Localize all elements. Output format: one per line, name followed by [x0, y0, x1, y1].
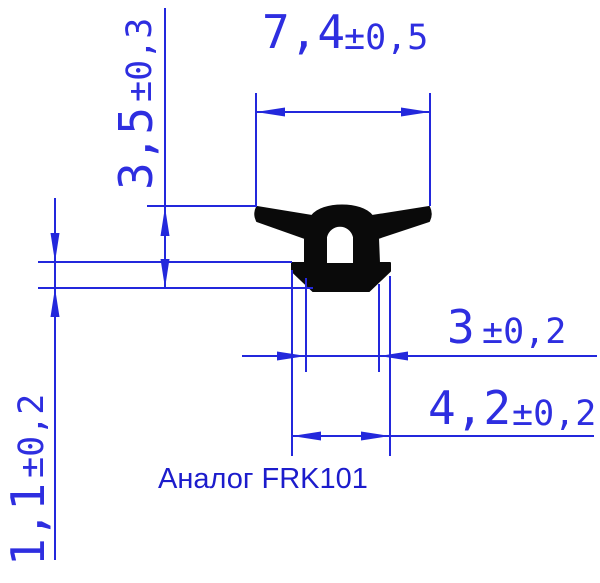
arrowhead-up	[50, 288, 60, 317]
dimension-overall-height: 3,5 ±0,3	[109, 8, 257, 288]
arrowhead-left	[256, 107, 285, 117]
arrowhead-right	[361, 431, 390, 441]
arrowhead-left	[379, 351, 408, 361]
arrowhead-up	[160, 207, 170, 236]
dim-neck-width-value: 3	[447, 300, 475, 354]
dim-overall-height-value: 3,5	[109, 107, 163, 190]
arrowhead-left	[292, 431, 321, 441]
arrowhead-down	[160, 259, 170, 288]
dimension-neck-width: 3 ±0,2	[242, 278, 597, 372]
dim-neck-width-tolerance: ±0,2	[482, 312, 566, 352]
dimension-overall-width: 7,4 ±0,5	[255, 5, 431, 206]
analog-label: Аналог FRK101	[158, 463, 368, 495]
dimension-base-width: 4,2 ±0,2	[291, 270, 596, 456]
dim-overall-width-tolerance: ±0,5	[344, 18, 428, 58]
dim-base-width-value: 4,2	[428, 381, 511, 435]
arrowhead-down	[50, 233, 60, 262]
dim-overall-width-value: 7,4	[262, 5, 345, 59]
dim-base-height-value: 1,1	[1, 483, 55, 566]
seal-profile-shape	[254, 204, 432, 292]
dim-base-height-tolerance: ±0,2	[12, 394, 52, 478]
dim-base-width-tolerance: ±0,2	[512, 394, 596, 434]
arrowhead-right	[401, 107, 430, 117]
dim-overall-height-tolerance: ±0,3	[120, 18, 160, 102]
dimension-base-height: 1,1 ±0,2	[1, 198, 313, 566]
